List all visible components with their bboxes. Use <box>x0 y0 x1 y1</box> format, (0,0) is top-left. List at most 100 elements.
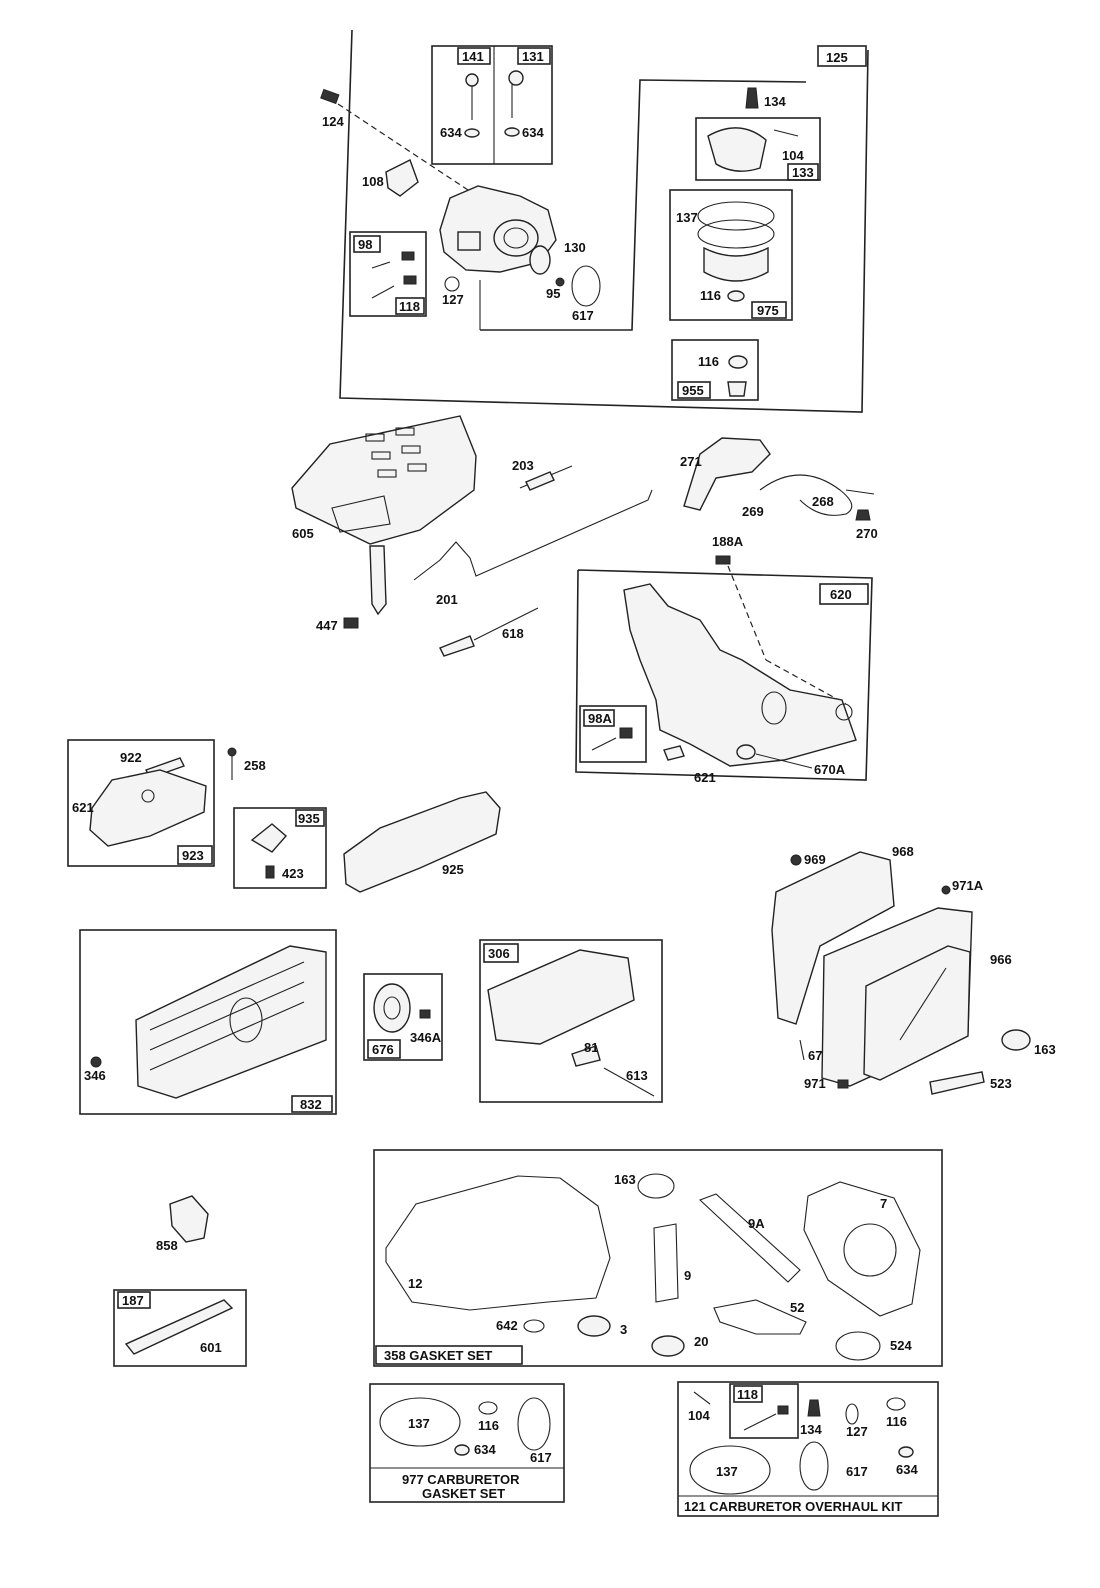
label-187: 187 <box>122 1293 144 1308</box>
shroud-968 <box>771 851 895 1025</box>
label-966: 966 <box>990 952 1012 967</box>
label-g9A: 9A <box>748 1216 765 1231</box>
label-131: 131 <box>522 49 544 64</box>
box-98A <box>579 705 647 763</box>
label-617: 617 <box>572 308 594 323</box>
control-bracket-620 <box>623 583 857 767</box>
label-g9: 9 <box>684 1268 691 1283</box>
label-676: 676 <box>372 1042 394 1057</box>
label-k116: 116 <box>886 1414 907 1429</box>
label-620: 620 <box>830 587 852 602</box>
label-605: 605 <box>292 526 314 541</box>
head-gasket-7 <box>803 1181 921 1317</box>
carb-gasket-set-title-2: GASKET SET <box>422 1486 505 1501</box>
label-271: 271 <box>680 454 702 469</box>
label-81: 81 <box>584 1040 598 1055</box>
ref-box-125 <box>817 45 867 67</box>
label-621: 621 <box>694 770 716 785</box>
bracket-923-group: 922 621 923 258 935 423 925 <box>67 739 501 893</box>
label-618: 618 <box>502 626 524 641</box>
label-270: 270 <box>856 526 878 541</box>
label-601: 601 <box>200 1340 222 1355</box>
label-923: 923 <box>182 848 204 863</box>
label-188A: 188A <box>712 534 744 549</box>
control-bracket-group: 188A 620 98A 621 670A <box>575 534 873 785</box>
gasket-set-group: 12 163 9 9A 7 52 642 3 20 524 358 GASKET… <box>373 1149 943 1367</box>
label-523: 523 <box>990 1076 1012 1091</box>
fitting-858 <box>169 1195 209 1243</box>
muffler-row-group: 346 832 346A 676 306 81 613 <box>79 929 663 1115</box>
label-935: 935 <box>298 811 320 826</box>
carburetor-group: 125 141 131 634 634 124 108 98 118 <box>320 29 869 413</box>
label-201: 201 <box>436 592 458 607</box>
label-116b: 116 <box>698 354 719 369</box>
label-c617: 617 <box>530 1450 552 1465</box>
label-c634: 634 <box>474 1442 496 1457</box>
bracket-923 <box>89 769 207 847</box>
label-c116: 116 <box>478 1418 499 1433</box>
box-923 <box>67 739 215 867</box>
label-925: 925 <box>442 862 464 877</box>
label-98: 98 <box>358 237 372 252</box>
label-141: 141 <box>462 49 484 64</box>
box-overhaul-kit <box>677 1381 939 1517</box>
carb-gasket-set-group: 137 116 617 634 977 CARBURETOR GASKET SE… <box>369 1383 565 1503</box>
label-971: 971 <box>804 1076 826 1091</box>
label-k134: 134 <box>800 1422 822 1437</box>
guard-832 <box>135 945 327 1099</box>
float-133 <box>707 127 767 172</box>
box-955 <box>671 339 759 401</box>
label-104: 104 <box>782 148 804 163</box>
label-98A: 98A <box>588 711 612 726</box>
label-k137: 137 <box>716 1464 738 1479</box>
label-346: 346 <box>84 1068 106 1083</box>
label-k634: 634 <box>896 1462 918 1477</box>
box-k118 <box>729 1383 799 1439</box>
tube-187 <box>124 1299 234 1355</box>
label-g3: 3 <box>620 1322 627 1337</box>
gasket-12 <box>385 1175 611 1311</box>
bowl-975 <box>703 246 769 282</box>
box-832 <box>79 929 337 1115</box>
box-98-118 <box>349 231 427 317</box>
label-858: 858 <box>156 1238 178 1253</box>
spring-203 <box>525 471 555 491</box>
box-306 <box>479 939 663 1103</box>
label-g642: 642 <box>496 1318 518 1333</box>
shroud-group: 969 968 971A 966 163 67 971 523 <box>771 844 1056 1095</box>
label-118: 118 <box>399 299 420 314</box>
box-975 <box>669 189 793 321</box>
label-670A: 670A <box>814 762 846 777</box>
label-971A: 971A <box>952 878 984 893</box>
label-k617: 617 <box>846 1464 868 1479</box>
label-922: 922 <box>120 750 142 765</box>
label-634b: 634 <box>522 125 544 140</box>
label-c137: 137 <box>408 1416 430 1431</box>
box-gasket-set <box>373 1149 943 1367</box>
link-201 <box>413 489 653 581</box>
label-130: 130 <box>564 240 586 255</box>
muffler-306 <box>487 949 635 1045</box>
lever-271 <box>683 437 771 511</box>
label-95: 95 <box>546 286 560 301</box>
box-676 <box>363 973 443 1061</box>
label-137: 137 <box>676 210 698 225</box>
label-423: 423 <box>282 866 304 881</box>
label-g12: 12 <box>408 1276 422 1291</box>
gasket-set-title: 358 GASKET SET <box>384 1348 492 1363</box>
label-g52: 52 <box>790 1300 804 1315</box>
carb-overhaul-kit-title: 121 CARBURETOR OVERHAUL KIT <box>684 1499 902 1514</box>
fuel-parts-group: 858 187 601 <box>113 1195 247 1367</box>
cover-925 <box>343 791 501 893</box>
shaft-box <box>431 45 553 165</box>
bracket <box>369 545 387 616</box>
label-955: 955 <box>682 383 704 398</box>
label-613: 613 <box>626 1068 648 1083</box>
label-975: 975 <box>757 303 779 318</box>
label-832: 832 <box>300 1097 322 1112</box>
label-268: 268 <box>812 494 834 509</box>
label-116: 116 <box>700 288 721 303</box>
carb-gasket-set-title-1: 977 CARBURETOR <box>402 1472 520 1487</box>
label-125: 125 <box>826 50 848 65</box>
